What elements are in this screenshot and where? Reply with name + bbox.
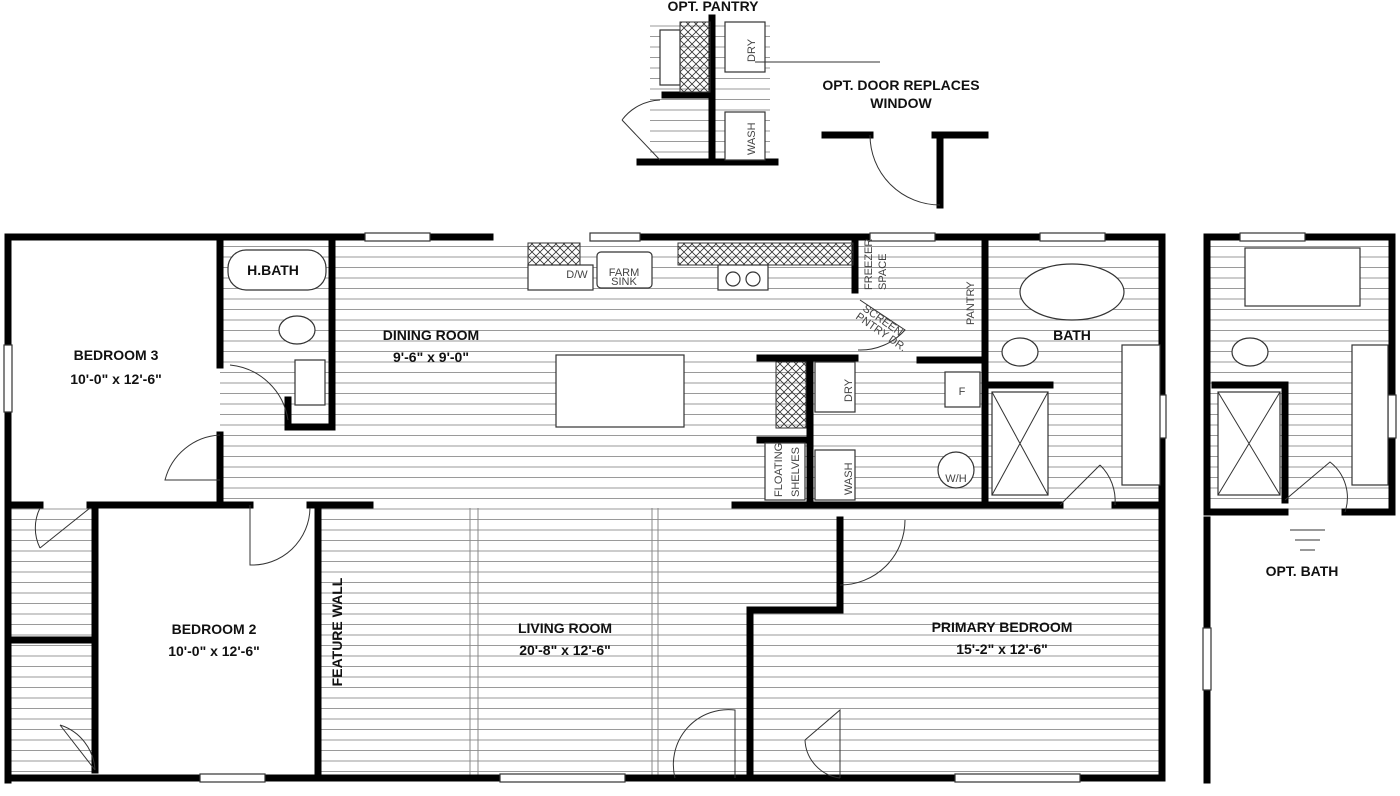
fixtures: [227, 242, 1389, 551]
floor-hatching: [8, 22, 1392, 778]
bedroom2-size: 10'-0" x 12'-6": [168, 643, 260, 659]
floating-shelves-1: FLOATING: [773, 443, 785, 497]
toilet-bath-icon: [1001, 337, 1039, 367]
cooktop-icon: [717, 264, 769, 291]
opt-pantry-inset: [621, 14, 989, 209]
freezer-box: [944, 371, 981, 408]
wh-label: W/H: [945, 473, 966, 485]
bath-name: BATH: [1053, 327, 1091, 343]
water-heater-icon: [937, 451, 975, 489]
dw-label: D/W: [566, 269, 588, 281]
opt-dry-label: DRY: [746, 38, 758, 62]
bathtub-hbath: [227, 249, 327, 291]
f-label: F: [959, 386, 966, 398]
floating-shelves-2: SHELVES: [790, 447, 802, 497]
farm-sink-label-2: SINK: [611, 276, 637, 288]
sink-hbath-icon: [294, 359, 326, 406]
opt-pantry-title: OPT. PANTRY: [667, 0, 759, 14]
primary-size: 15'-2" x 12'-6": [956, 641, 1048, 657]
living-size: 20'-8" x 12'-6": [519, 642, 611, 658]
island: [555, 354, 685, 428]
bathtub-opt-icon: [1244, 247, 1361, 307]
bathtub-bath-icon: [1019, 263, 1125, 321]
washer-icon: [814, 449, 856, 501]
opt-bath-label: OPT. BATH: [1266, 563, 1339, 579]
wash-label: WASH: [843, 462, 855, 495]
bedroom2-name: BEDROOM 2: [172, 621, 257, 637]
opt-wash-label: WASH: [746, 122, 758, 155]
opt-door-label-1: OPT. DOOR REPLACES: [822, 77, 979, 93]
opt-door-label-2: WINDOW: [870, 95, 932, 111]
dryer-icon: [814, 361, 856, 413]
dining-size: 9'-6" x 9'-0": [393, 349, 469, 365]
dining-name: DINING ROOM: [383, 327, 479, 343]
bedroom3-name: BEDROOM 3: [74, 347, 159, 363]
living-name: LIVING ROOM: [518, 620, 612, 636]
doors: [34, 299, 1348, 779]
hbath-name: H.BATH: [247, 262, 299, 278]
farm-sink-label-1: FARM: [609, 267, 640, 279]
room-labels: BEDROOM 3 10'-0" x 12'-6" H.BATH DINING …: [70, 0, 1338, 686]
freezer-label-1: FREEZER: [863, 239, 875, 290]
dry-label: DRY: [843, 378, 855, 402]
bedroom3-size: 10'-0" x 12'-6": [70, 371, 162, 387]
vanity-icon: [1121, 344, 1161, 486]
feature-wall-label: FEATURE WALL: [329, 577, 345, 686]
farm-sink-icon: [596, 251, 653, 289]
pantry-label: PANTRY: [965, 281, 977, 325]
primary-name: PRIMARY BEDROOM: [932, 619, 1073, 635]
toilet-hbath-icon: [278, 315, 316, 345]
freezer-label-2: SPACE: [877, 254, 889, 290]
walls: [4, 233, 1396, 784]
